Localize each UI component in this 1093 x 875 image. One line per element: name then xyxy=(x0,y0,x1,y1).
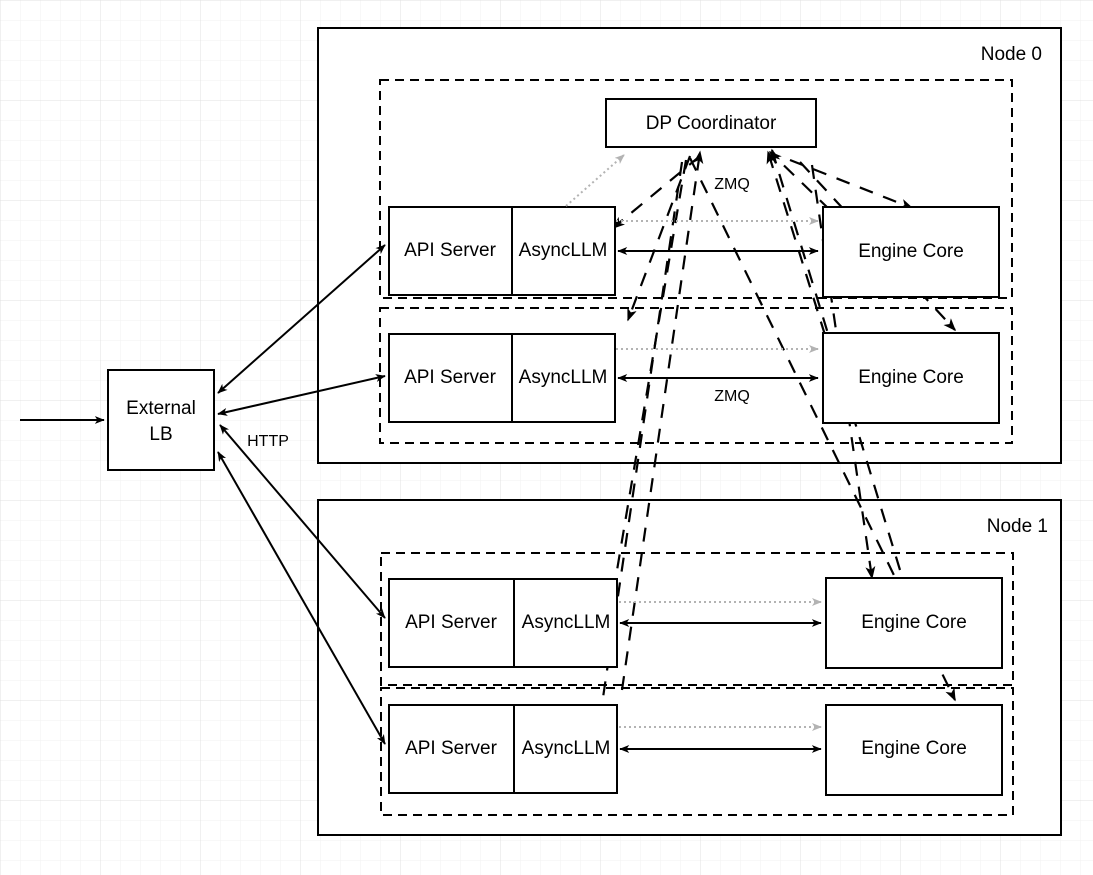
node-1-rank-1-engine-core-box[interactable]: Engine Core xyxy=(825,704,1003,796)
node-0-rank-1-engine-core-box[interactable]: Engine Core xyxy=(822,332,1000,424)
api-server-label: API Server xyxy=(405,738,498,759)
edge-coordinator-to-asyncllm-n0r0 xyxy=(611,155,701,229)
node-0-rank-0-engine-core-box[interactable]: Engine Core xyxy=(822,206,1000,298)
edge-lb-to-api-n1r1 xyxy=(217,451,386,745)
asyncllm-label: AsyncLLM xyxy=(519,240,608,261)
zmq-label-top: ZMQ xyxy=(714,176,750,193)
http-label: HTTP xyxy=(247,433,289,450)
edge-coordinator-to-asyncllm-n0r1 xyxy=(626,155,692,322)
edge-lb-to-api-n0r0 xyxy=(217,244,386,394)
edge-lb-to-api-n0r1 xyxy=(217,374,386,416)
node-1-label: Node 1 xyxy=(987,516,1048,537)
edge-coordinator-to-engine-n0r0 xyxy=(789,158,914,210)
dp-coordinator-box[interactable]: DP Coordinator xyxy=(605,98,817,148)
node-1-rank-0-engine-core-box[interactable]: Engine Core xyxy=(825,577,1003,669)
engine-core-label: Engine Core xyxy=(861,612,967,633)
asyncllm-label: AsyncLLM xyxy=(522,612,611,633)
external-lb-box[interactable]: External LB xyxy=(107,369,215,471)
api-server-label: API Server xyxy=(404,240,497,261)
node-0-label: Node 0 xyxy=(981,44,1042,65)
engine-core-label: Engine Core xyxy=(861,738,967,759)
node-0-rank-0-group xyxy=(379,79,1013,299)
api-server-label: API Server xyxy=(404,367,497,388)
zmq-label-bottom: ZMQ xyxy=(714,388,750,405)
external-lb-label-line1: External xyxy=(126,398,196,419)
edge-coordinator-to-asyncllm-n1r1 xyxy=(596,161,684,720)
node-0-rank-1-group xyxy=(379,307,1013,444)
asyncllm-label: AsyncLLM xyxy=(519,367,608,388)
edge-engine-n0r1-to-coordinator xyxy=(766,150,827,336)
node-1-rank-1-api-server-box[interactable]: API Server AsyncLLM xyxy=(388,704,618,794)
node-0-rank-1-api-server-box[interactable]: API Server AsyncLLM xyxy=(388,333,616,423)
node-1-rank-1-group xyxy=(380,687,1014,816)
node-0-rank-0-api-server-box[interactable]: API Server AsyncLLM xyxy=(388,206,616,296)
api-server-label: API Server xyxy=(405,612,498,633)
dp-coordinator-label: DP Coordinator xyxy=(646,113,777,134)
node-1-rank-0-api-server-box[interactable]: API Server AsyncLLM xyxy=(388,578,618,668)
edge-engine-n0r0-to-coordinator xyxy=(768,150,831,211)
asyncllm-label: AsyncLLM xyxy=(522,738,611,759)
engine-core-label: Engine Core xyxy=(858,241,964,262)
edge-coordinator-to-engine-n0r1 xyxy=(799,161,957,332)
engine-core-label: Engine Core xyxy=(858,367,964,388)
edge-engine-n1r1-to-coordinator xyxy=(620,150,704,691)
external-lb-label-line2: LB xyxy=(149,424,172,445)
